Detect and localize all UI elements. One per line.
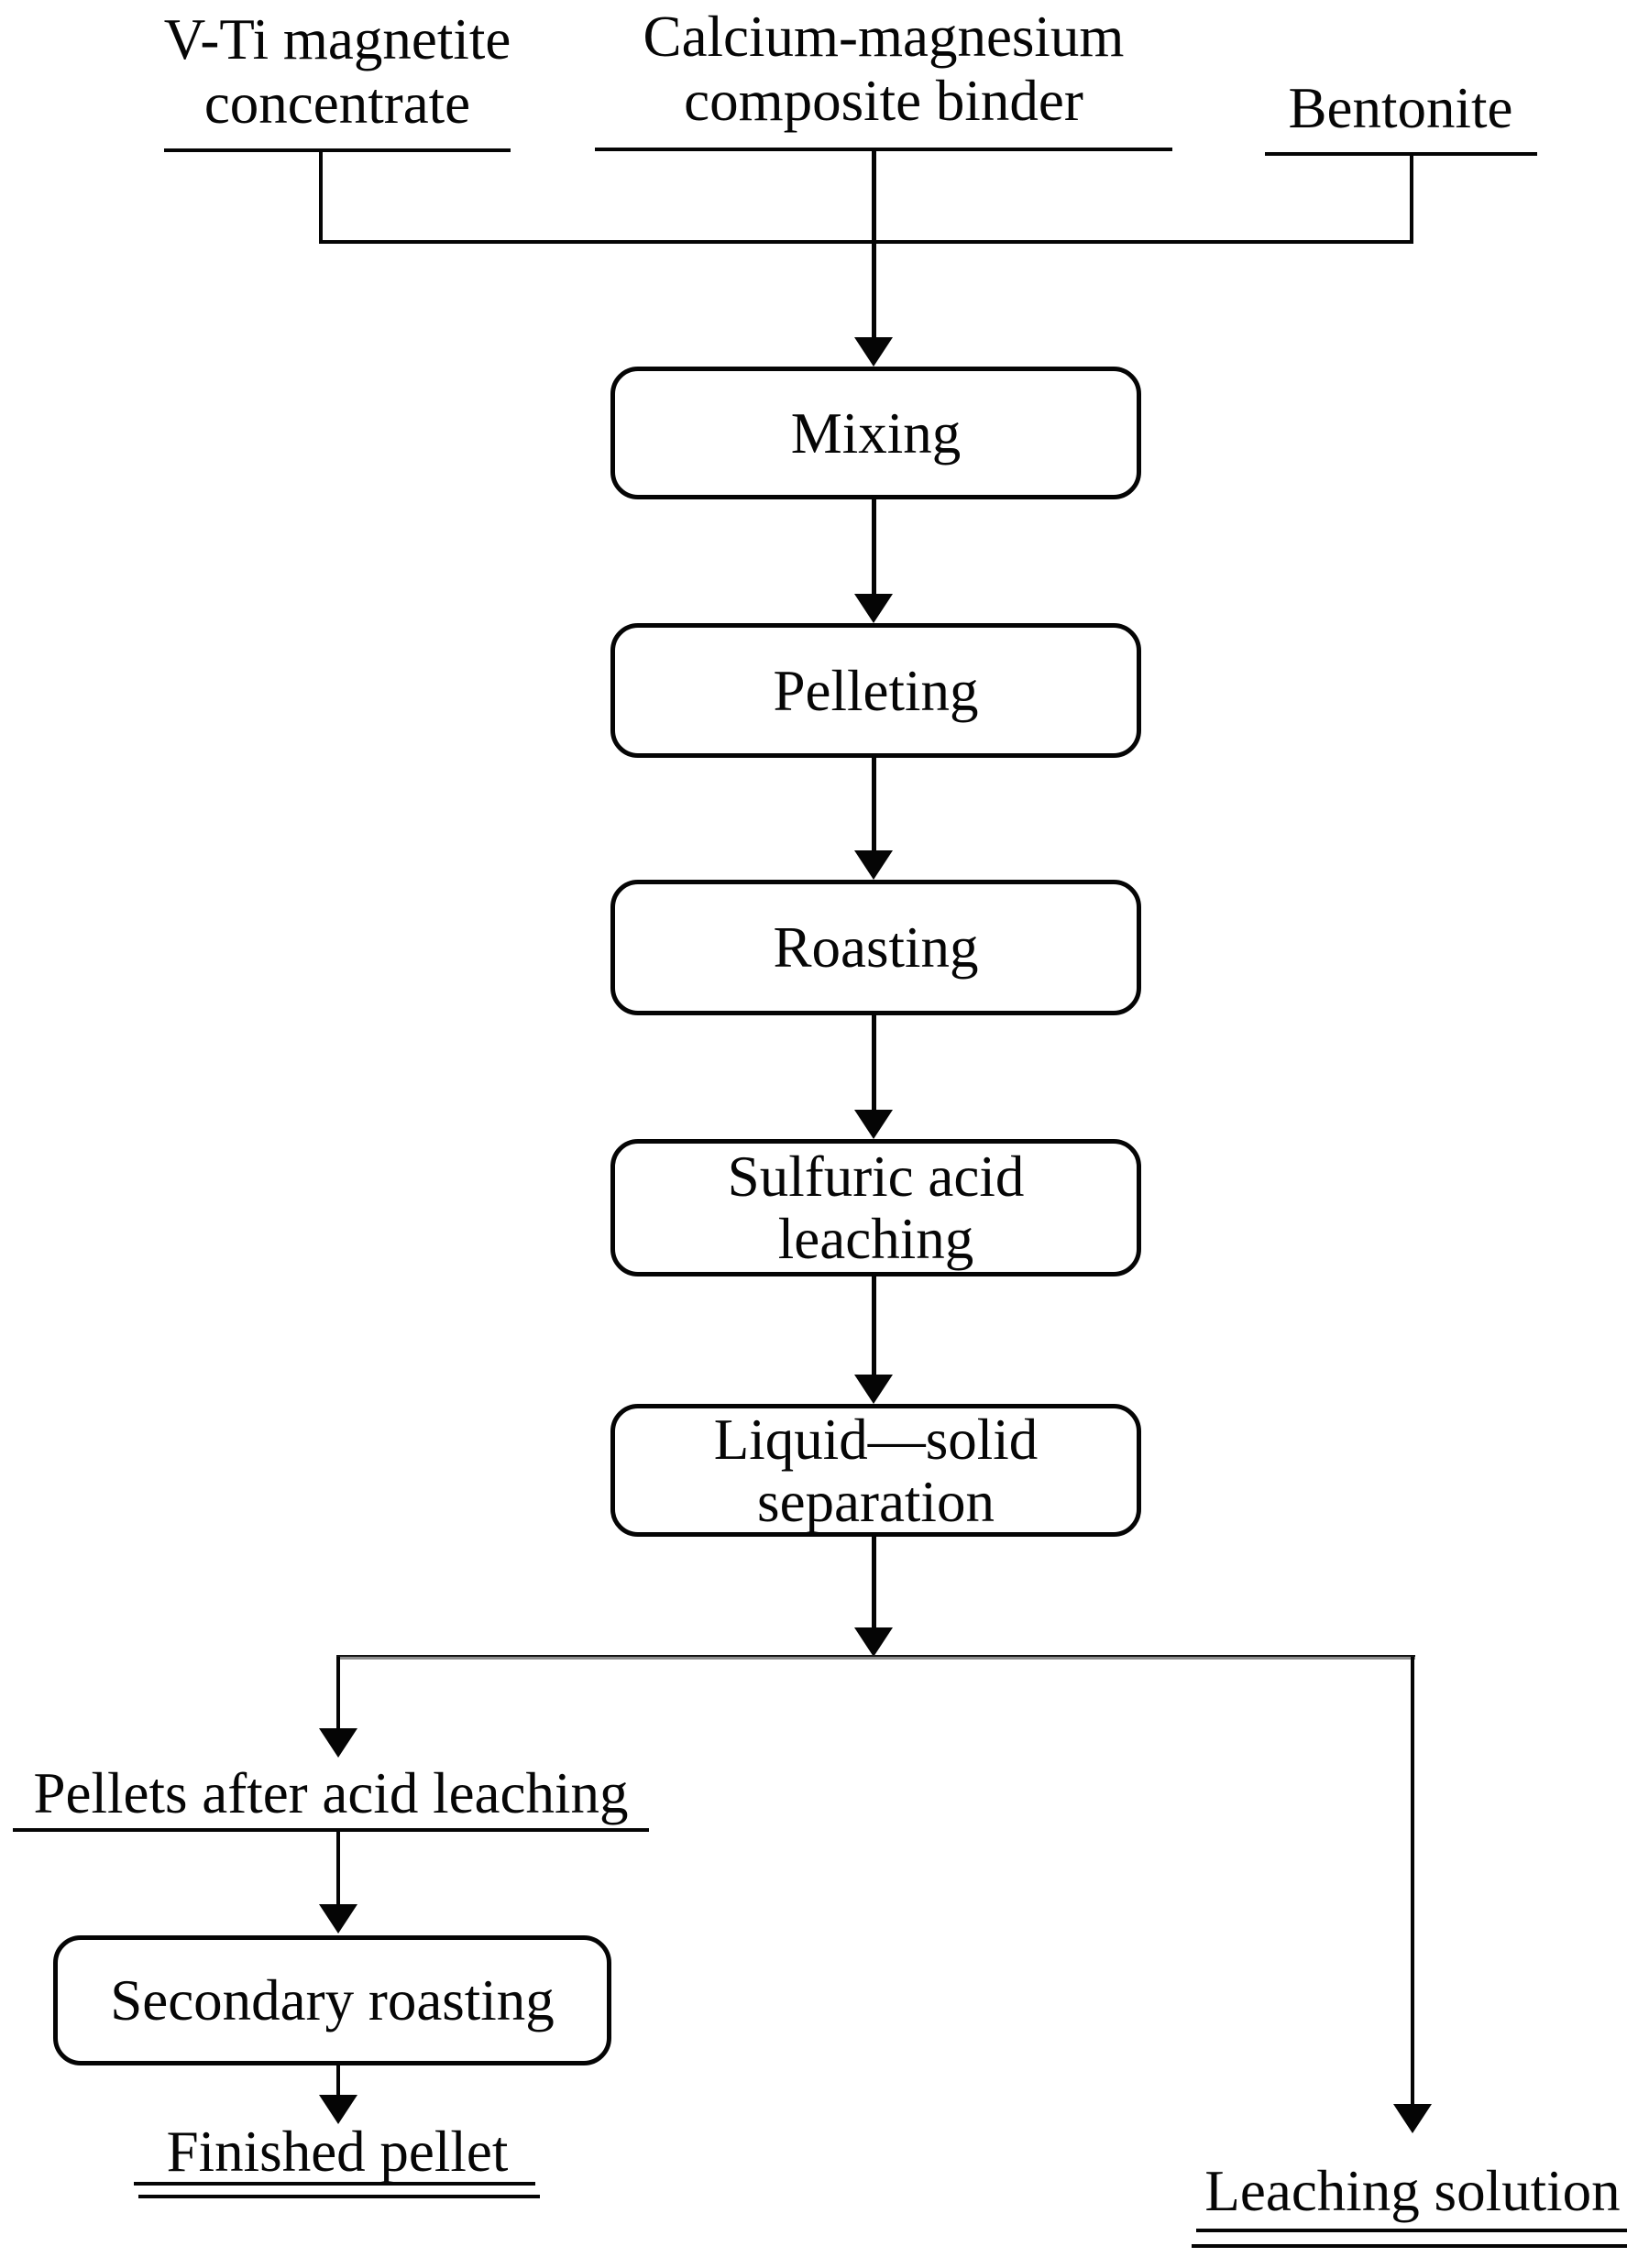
- double-underline-finished-pellet-1: [134, 2182, 535, 2186]
- process-box-sulfuric-acid-leaching: Sulfuric acid leaching: [610, 1139, 1141, 1276]
- process-box-roasting-label: Roasting: [773, 915, 979, 980]
- process-box-separation-line1: Liquid—solid: [713, 1407, 1039, 1472]
- connector-bentonite-drop: [1410, 156, 1413, 244]
- connector-split-to-leaching-solution: [1411, 1657, 1414, 2104]
- output-label-pellets-text: Pellets after acid leaching: [33, 1761, 629, 1825]
- process-box-roasting: Roasting: [610, 880, 1141, 1015]
- double-underline-leaching-solution-2: [1192, 2244, 1627, 2248]
- input-label-binder-line1: Calcium-magnesium: [643, 5, 1125, 69]
- underline-bentonite: [1265, 152, 1537, 156]
- connector-binder-to-mixing: [872, 151, 876, 337]
- arrowhead-into-pellets-label: [319, 1728, 357, 1758]
- input-label-calcium-magnesium-binder: Calcium-magnesium composite binder: [599, 5, 1168, 133]
- process-box-liquid-solid-separation: Liquid—solid separation: [610, 1404, 1141, 1537]
- process-box-separation-line2: separation: [757, 1469, 995, 1534]
- connector-roasting-to-sulfuric: [872, 1015, 876, 1110]
- arrowhead-into-secondary-roasting: [319, 1904, 357, 1934]
- output-label-finished-pellet: Finished pellet: [108, 2119, 566, 2185]
- arrowhead-into-sulfuric: [854, 1110, 893, 1139]
- process-box-pelleting-label: Pelleting: [773, 658, 979, 723]
- connector-pelleting-to-roasting: [872, 758, 876, 850]
- connector-sulfuric-to-separation: [872, 1276, 876, 1375]
- connector-vti-drop: [319, 152, 323, 244]
- connector-pellets-to-secondary-roasting: [336, 1832, 340, 1904]
- underline-vti-magnetite: [164, 148, 511, 152]
- input-label-binder-line2: composite binder: [684, 69, 1083, 133]
- connector-secondary-roasting-to-finished: [336, 2065, 340, 2095]
- output-label-leaching-solution: Leaching solution: [1183, 2158, 1638, 2224]
- connector-split-horizontal: [336, 1655, 1415, 1660]
- output-label-leaching-solution-text: Leaching solution: [1204, 2159, 1621, 2223]
- double-underline-leaching-solution-1: [1196, 2229, 1627, 2232]
- process-box-mixing-label: Mixing: [790, 400, 962, 466]
- double-underline-finished-pellet-2: [138, 2195, 540, 2198]
- connector-split-to-pellets-label: [336, 1657, 340, 1728]
- arrowhead-into-split: [854, 1627, 893, 1657]
- connector-mixing-to-pelleting: [872, 499, 876, 594]
- arrowhead-into-finished-pellet: [319, 2095, 357, 2124]
- process-box-sulfuric-line1: Sulfuric acid: [727, 1145, 1025, 1209]
- process-box-secondary-roasting-label: Secondary roasting: [110, 1968, 555, 2032]
- input-label-bentonite: Bentonite: [1263, 76, 1538, 140]
- input-label-vti-line1: V-Ti magnetite: [163, 7, 511, 71]
- arrowhead-into-pelleting: [854, 594, 893, 623]
- process-box-secondary-roasting: Secondary roasting: [53, 1935, 611, 2065]
- output-label-pellets-after-acid-leaching: Pellets after acid leaching: [10, 1759, 652, 1827]
- output-label-finished-pellet-text: Finished pellet: [166, 2120, 509, 2184]
- input-label-vti-line2: concentrate: [203, 71, 471, 136]
- process-box-pelleting: Pelleting: [610, 623, 1141, 758]
- input-label-bentonite-text: Bentonite: [1288, 76, 1513, 140]
- input-label-vti-magnetite-concentrate: V-Ti magnetite concentrate: [154, 7, 521, 136]
- connector-top-collector: [319, 240, 1413, 244]
- underline-pellets-after-acid-leaching: [13, 1828, 649, 1832]
- connector-separation-to-split: [872, 1537, 876, 1627]
- arrowhead-into-mixing: [854, 337, 893, 367]
- underline-binder: [595, 148, 1172, 151]
- arrowhead-into-separation: [854, 1375, 893, 1404]
- arrowhead-into-leaching-solution: [1393, 2104, 1432, 2133]
- process-box-sulfuric-line2: leaching: [777, 1207, 974, 1271]
- arrowhead-into-roasting: [854, 850, 893, 880]
- process-box-mixing: Mixing: [610, 367, 1141, 499]
